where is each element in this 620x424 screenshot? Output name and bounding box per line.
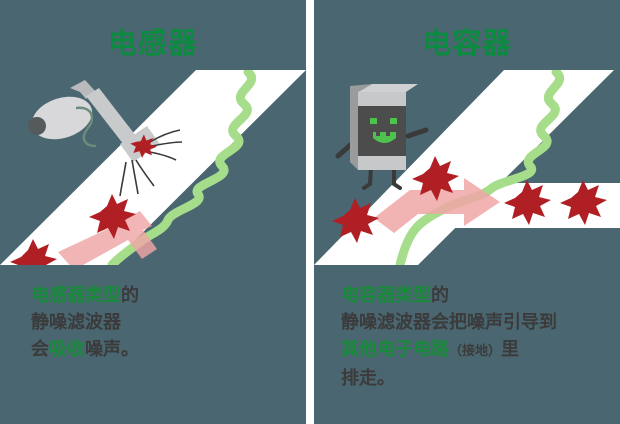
vacuum-wand	[86, 88, 143, 154]
caption-segment: 噪声。	[85, 339, 139, 360]
caption-segment: 电容器类型	[341, 285, 431, 306]
noise-starburst	[332, 198, 379, 243]
caption-line: 静噪滤波器	[31, 309, 306, 336]
noise-starburst	[504, 180, 551, 225]
illustration-capacitor	[314, 70, 620, 265]
character-eye-right	[390, 118, 397, 124]
suction-strands	[119, 129, 183, 197]
caption-segment: 吸收	[49, 339, 85, 360]
character-left-leg	[362, 166, 373, 190]
character-right-leg	[392, 166, 402, 190]
vacuum-hose	[75, 106, 97, 148]
character-top-face	[358, 84, 418, 92]
caption-line: 会吸收噪声。	[31, 336, 306, 363]
panel-divider	[306, 0, 314, 424]
noise-starburst	[10, 239, 57, 265]
caption-segment: 电感器类型	[31, 285, 121, 306]
caption-segment: 排走。	[341, 368, 395, 389]
caption-line: 排走。	[341, 365, 620, 392]
panel-inductor: 电感器	[0, 0, 306, 424]
green-wavy-signal	[395, 70, 564, 265]
character-tooth-left	[376, 132, 380, 136]
caption-segment: 的	[121, 285, 139, 306]
caption-segment: （接地）	[449, 344, 502, 359]
noise-starburst	[412, 156, 459, 201]
caption-segment: 静噪滤波器会把噪声引导到	[341, 312, 557, 333]
illustration-inductor	[0, 70, 306, 265]
caption-segment: 静噪滤波器	[31, 312, 121, 333]
vacuum-wheel	[28, 117, 46, 135]
panel-capacitor: 电容器	[314, 0, 620, 424]
capacitor-character	[335, 84, 429, 190]
character-eye-left	[370, 118, 377, 124]
noise-starburst	[130, 134, 157, 158]
character-band-bottom	[358, 156, 406, 170]
noise-starburst	[89, 194, 136, 239]
character-side-face	[350, 84, 372, 170]
caption-segment: 其他电子电路	[341, 339, 449, 360]
character-right-arm	[405, 127, 429, 139]
divert-arrow	[374, 178, 500, 233]
caption-line: 静噪滤波器会把噪声引导到	[341, 309, 620, 336]
caption-capacitor: 电容器类型的 静噪滤波器会把噪声引导到 其他电子电路（接地）里 排走。	[341, 282, 620, 392]
caption-segment: 里	[501, 339, 520, 360]
panel-title-capacitor: 电容器	[421, 26, 512, 60]
character-tooth-right	[386, 132, 390, 136]
caption-line: 电感器类型的	[31, 282, 306, 309]
noise-starburst	[560, 180, 607, 225]
caption-inductor: 电感器类型的 静噪滤波器 会吸收噪声。	[31, 282, 306, 363]
character-band-top	[358, 92, 406, 106]
caption-segment: 的	[431, 285, 449, 306]
panel-title-inductor: 电感器	[107, 26, 198, 60]
signal-band	[0, 70, 306, 265]
caption-line: 电容器类型的	[341, 282, 620, 309]
caption-line: 其他电子电路（接地）里	[341, 336, 620, 365]
vacuum-cleaner	[28, 80, 183, 197]
caption-segment: 会	[31, 339, 49, 360]
